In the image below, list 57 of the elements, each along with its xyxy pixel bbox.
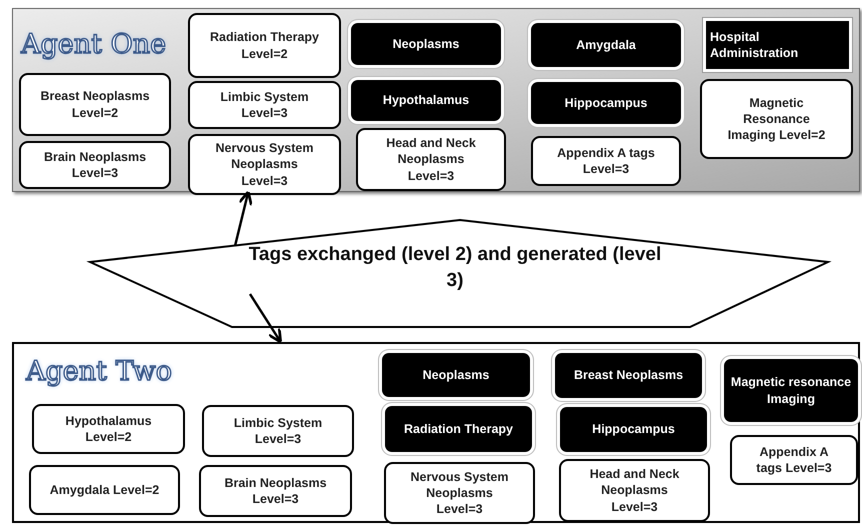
tag-box xyxy=(531,82,681,124)
tag-box xyxy=(188,134,341,195)
tag-label: Hypothalamus Level=2 xyxy=(64,412,153,446)
tag-box xyxy=(385,406,532,452)
tag-label: Magnetic Resonance Imaging Level=2 xyxy=(726,94,826,144)
tag-label: Brain Neoplasms Level=3 xyxy=(223,474,328,508)
tag-label: Neoplasms xyxy=(422,366,490,384)
tag-label: Breast Neoplasms Level=2 xyxy=(39,88,151,121)
tag-label: Appendix A tags Level=3 xyxy=(755,444,833,476)
arrow xyxy=(234,190,253,246)
tag-box xyxy=(351,80,501,121)
tag-label: Appendix A tags Level=3 xyxy=(556,144,656,178)
tag-box xyxy=(559,459,710,522)
tag-box xyxy=(32,404,185,454)
tag-box xyxy=(700,79,853,159)
tag-label: Hippocampus xyxy=(591,421,676,438)
tag-label: Magnetic resonance Imaging xyxy=(730,374,852,407)
tag-label: Hospital Administration xyxy=(709,28,800,62)
tag-label: Nervous System Neoplasms Level=3 xyxy=(214,140,314,189)
tag-box xyxy=(351,23,501,65)
tag-box xyxy=(188,81,341,129)
agent-title: Agent Two xyxy=(26,356,172,387)
tag-box xyxy=(19,73,171,136)
tag-box xyxy=(199,465,352,517)
tag-label: Brain Neoplasms Level=3 xyxy=(42,148,148,182)
tag-label: Amygdala Level=2 xyxy=(48,482,160,498)
tag-box xyxy=(560,407,707,452)
tag-label: Head and Neck Neoplasms Level=3 xyxy=(385,135,477,184)
tag-box xyxy=(202,405,354,457)
tag-label: Radiation Therapy xyxy=(402,420,514,438)
tag-label: Amygdala xyxy=(575,36,637,54)
tag-label: Head and Neck Neoplasms Level=3 xyxy=(588,466,680,515)
tag-box xyxy=(730,435,858,485)
agent-title: Agent One xyxy=(21,29,166,60)
tag-label: Neoplasms xyxy=(392,36,460,52)
arrow xyxy=(248,293,282,344)
tag-label: Limbic System Level=3 xyxy=(219,88,310,122)
tag-label: Radiation Therapy Level=2 xyxy=(208,29,320,62)
tag-label: Limbic System Level=3 xyxy=(232,414,324,448)
tag-label: Hypothalamus xyxy=(382,92,470,109)
tag-box xyxy=(356,128,506,191)
hexagon-text: Tags exchanged (level 2) and generated (level 3) xyxy=(248,243,662,293)
tag-box xyxy=(188,13,341,78)
tag-box xyxy=(555,353,702,398)
tag-label: Hippocampus xyxy=(564,94,648,112)
tag-box xyxy=(382,353,530,397)
tag-box xyxy=(384,462,535,524)
tag-box xyxy=(724,359,858,422)
tag-box xyxy=(706,21,849,69)
tag-box xyxy=(531,23,681,67)
agent-panel xyxy=(12,8,860,192)
tag-box xyxy=(19,141,171,189)
tag-label: Nervous System Neoplasms Level=3 xyxy=(410,468,510,518)
tag-box xyxy=(29,465,180,515)
tag-label: Breast Neoplasms xyxy=(572,367,684,384)
agent-panel xyxy=(12,342,860,523)
tag-box xyxy=(531,136,681,186)
